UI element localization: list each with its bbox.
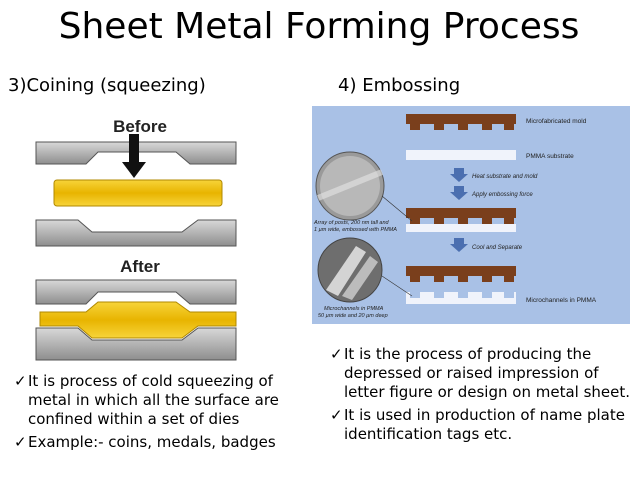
channels-label: Microchannels in PMMA — [526, 297, 597, 304]
bullet-text: It is used in production of name plate i… — [344, 406, 625, 443]
top-die-before — [35, 141, 237, 165]
micro-caption-line1: Microchannels in PMMA — [324, 306, 384, 312]
substrate-label: PMMA substrate — [526, 153, 574, 160]
mold-separated — [406, 266, 516, 282]
step2-arrow-icon — [450, 186, 468, 200]
press-arrow-icon — [122, 134, 146, 178]
coining-heading: 3)Coining (squeezing) — [8, 75, 206, 96]
list-item: ✓It is used in production of name plate … — [330, 406, 630, 444]
posts-micrograph — [315, 151, 385, 221]
before-label: Before — [113, 117, 167, 136]
step1-label: Heat substrate and mold — [472, 174, 538, 180]
check-icon: ✓ — [330, 345, 343, 363]
list-item: ✓Example:- coins, medals, badges — [14, 433, 286, 452]
coining-bullets: ✓It is process of cold squeezing of meta… — [14, 372, 286, 456]
top-die-after — [35, 279, 237, 305]
bullet-text: It is the process of producing the depre… — [344, 345, 631, 401]
list-item: ✓It is process of cold squeezing of meta… — [14, 372, 286, 429]
substrate-pressed — [406, 224, 516, 232]
embossing-figure: Microfabricated mold PMMA substrate Heat… — [312, 106, 630, 324]
blank-before — [53, 179, 223, 207]
posts-caption-line2: 1 µm wide, embossed with PMMA — [314, 227, 397, 233]
bottom-die-after — [35, 327, 237, 361]
bottom-die-before — [35, 219, 237, 247]
posts-leader-line — [381, 195, 413, 222]
mold-top — [406, 114, 516, 130]
bullet-text: It is process of cold squeezing of metal… — [28, 372, 279, 428]
after-label: After — [120, 257, 160, 276]
coining-figure: Before After — [35, 117, 237, 361]
embossing-heading: 4) Embossing — [338, 75, 461, 96]
step3-arrow-icon — [450, 238, 468, 252]
step2-label: Apply embossing force — [471, 192, 533, 198]
substrate-channels — [406, 292, 516, 304]
posts-caption-line1: Array of posts, 200 nm tall and — [313, 220, 390, 226]
mold-label: Microfabricated mold — [526, 118, 587, 125]
embossing-bullets: ✓It is the process of producing the depr… — [330, 345, 630, 448]
channels-micrograph — [317, 237, 383, 303]
check-icon: ✓ — [14, 372, 27, 390]
check-icon: ✓ — [14, 433, 27, 451]
mold-pressed — [406, 208, 516, 224]
check-icon: ✓ — [330, 406, 343, 424]
pmma-substrate — [406, 150, 516, 160]
list-item: ✓It is the process of producing the depr… — [330, 345, 630, 402]
bullet-text: Example:- coins, medals, badges — [28, 433, 276, 451]
step1-arrow-icon — [450, 168, 468, 182]
slide-title: Sheet Metal Forming Process — [58, 6, 580, 47]
step3-label: Cool and Separate — [472, 245, 523, 251]
channels-leader-line — [381, 275, 413, 297]
micro-caption-line2: 50 µm wide and 20 µm deep — [318, 313, 388, 319]
blank-after — [39, 301, 237, 339]
